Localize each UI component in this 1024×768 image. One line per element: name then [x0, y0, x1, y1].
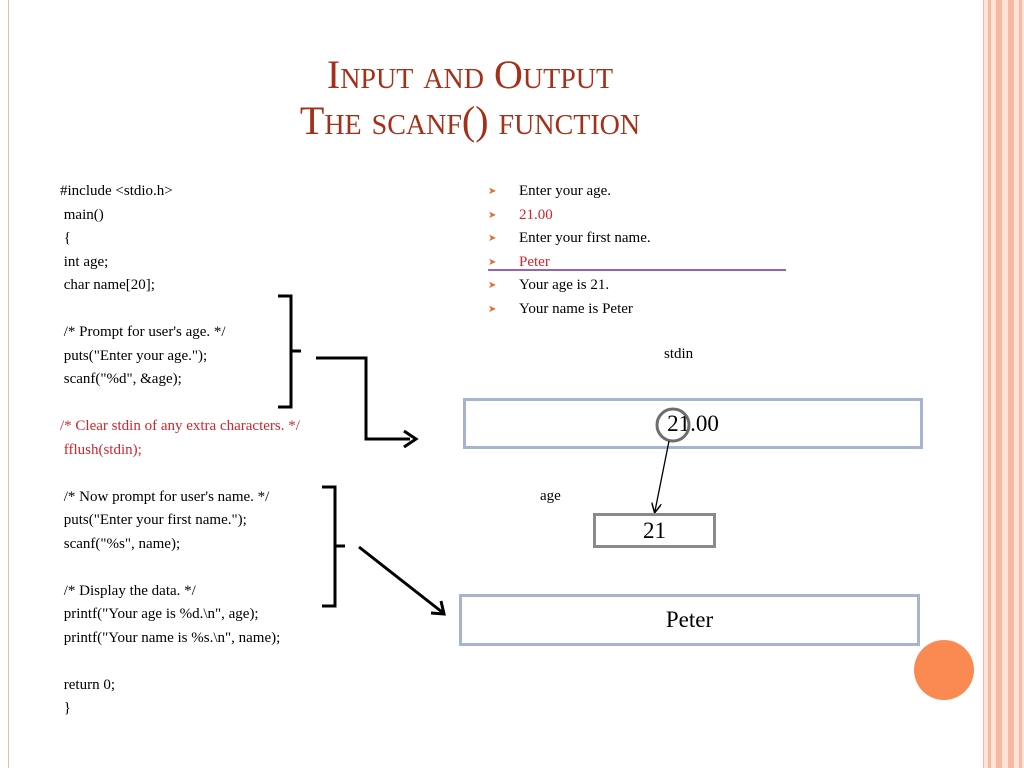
output-text: Enter your age.	[519, 183, 612, 199]
arrow-bullet-icon: ➤	[488, 233, 497, 244]
code-line: printf("Your name is %s.\n", name);	[60, 629, 281, 646]
arrow-bullet-icon: ➤	[488, 186, 497, 197]
code-line: scanf("%s", name);	[60, 535, 181, 552]
name-variable-box: Peter	[459, 594, 920, 646]
bracket-name-code	[322, 485, 345, 608]
slide-frame	[8, 0, 984, 768]
code-line: /* Display the data. */	[60, 582, 196, 599]
arrow-bullet-icon: ➤	[488, 303, 497, 315]
code-line: main()	[60, 206, 104, 223]
code-listing: #include <stdio.h> main() { int age; cha…	[60, 180, 300, 721]
output-text: Your name is Peter	[519, 300, 633, 317]
output-text: Your age is 21.	[519, 277, 610, 293]
code-line-highlight: fflush(stdin);	[60, 441, 142, 458]
slide-title-line1: Input and Output	[326, 52, 614, 97]
accent-circle	[914, 640, 974, 700]
code-line: /* Prompt for user's age. */	[60, 324, 226, 340]
code-line: {	[60, 230, 71, 246]
arrow-bullet-icon: ➤	[488, 280, 497, 291]
arrow-to-age	[655, 440, 670, 511]
code-line: scanf("%d", &age);	[60, 371, 182, 387]
arrow-to-stdin	[316, 356, 410, 441]
output-text-input: 21.00	[519, 206, 553, 223]
output-text-input: Peter	[519, 253, 550, 270]
stdin-buffer-box: 21.00	[463, 398, 923, 449]
stdin-label: stdin	[664, 346, 694, 362]
code-line: int age;	[60, 253, 109, 270]
code-line: printf("Your age is %d.\n", age);	[60, 606, 259, 622]
arrow-bullet-icon: ➤	[488, 256, 497, 268]
age-label: age	[540, 488, 561, 504]
code-line: char name[20];	[60, 277, 155, 293]
code-line: return 0;	[60, 676, 115, 693]
output-text: Enter your first name.	[519, 230, 651, 246]
age-variable-box: 21	[593, 513, 716, 548]
code-line-highlight: /* Clear stdin of any extra characters. …	[60, 418, 300, 434]
arrow-to-name	[358, 545, 443, 614]
arrowhead-icon	[403, 429, 419, 449]
arrow-bullet-icon: ➤	[488, 209, 497, 221]
code-line: }	[60, 700, 71, 716]
decorative-stripes	[984, 0, 1024, 768]
code-line: puts("Enter your first name.");	[60, 512, 247, 528]
code-line: /* Now prompt for user's name. */	[60, 488, 270, 505]
bracket-age-code	[278, 294, 301, 409]
arrowhead-icon	[430, 600, 446, 616]
code-line: #include <stdio.h>	[60, 183, 173, 199]
code-line: puts("Enter your age.");	[60, 347, 208, 364]
slide-title-line2: The scanf() function	[299, 98, 641, 143]
highlight-circle	[655, 407, 691, 443]
